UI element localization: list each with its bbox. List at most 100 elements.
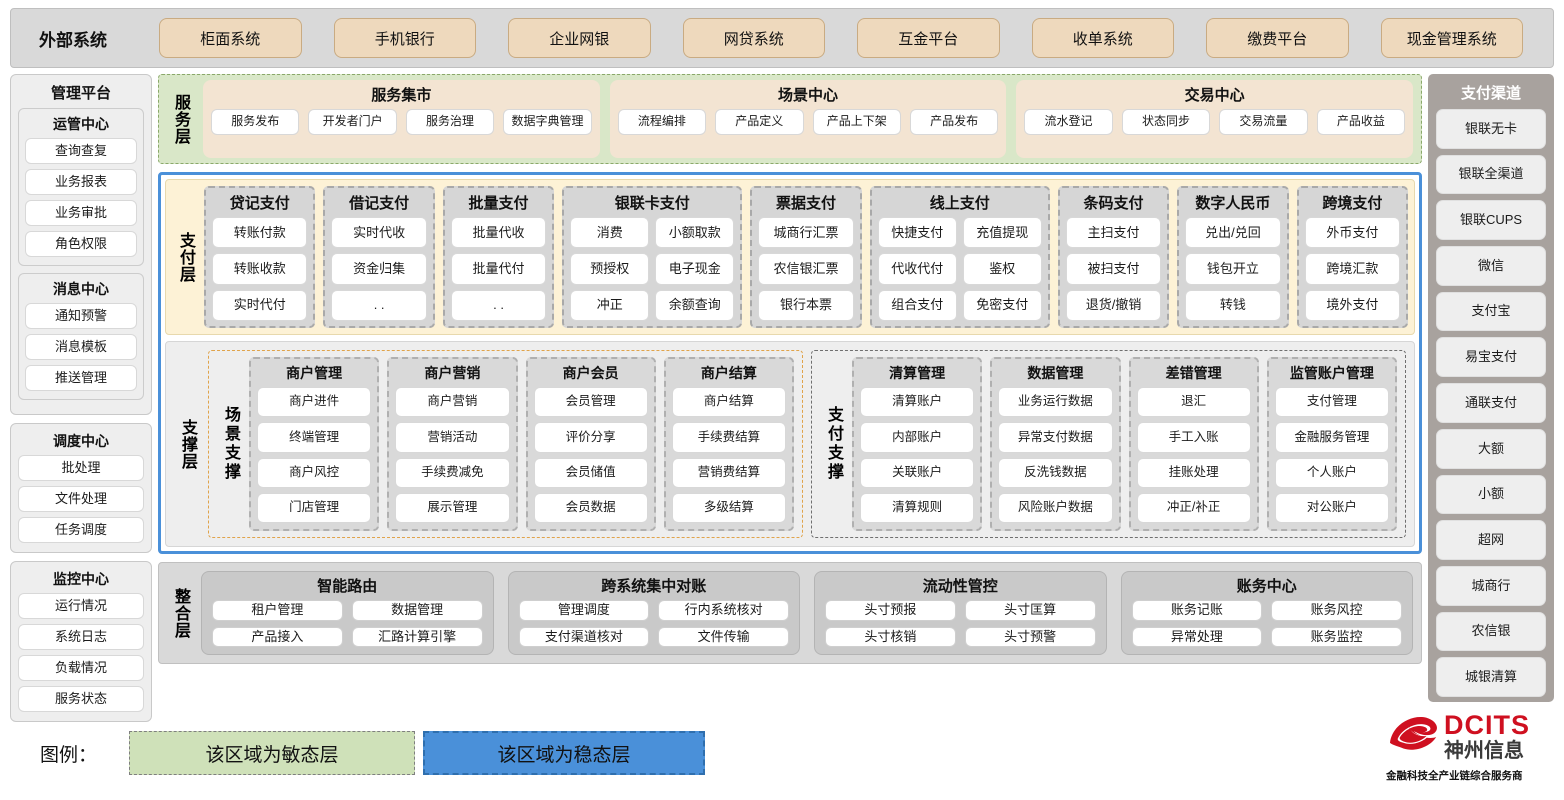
payment-item[interactable]: 外币支付 <box>1305 217 1400 248</box>
payment-channel-item[interactable]: 城银清算 <box>1436 657 1546 697</box>
integration-item[interactable]: 账务风控 <box>1271 600 1402 621</box>
payment-item[interactable]: 兑出/兑回 <box>1185 217 1280 248</box>
integration-item[interactable]: 文件传输 <box>658 627 789 648</box>
management-item[interactable]: 角色权限 <box>25 231 137 257</box>
service-item[interactable]: 数据字典管理 <box>503 109 591 135</box>
payment-item[interactable]: 银行本票 <box>758 290 853 321</box>
external-system-item[interactable]: 互金平台 <box>857 18 1000 58</box>
payment-channel-item[interactable]: 银联CUPS <box>1436 200 1546 240</box>
management-item[interactable]: 文件处理 <box>18 486 144 512</box>
payment-item[interactable]: 批量代付 <box>451 253 546 284</box>
support-item[interactable]: 评价分享 <box>534 422 648 452</box>
support-item[interactable]: 风险账户数据 <box>998 493 1112 523</box>
payment-channel-item[interactable]: 微信 <box>1436 246 1546 286</box>
integration-item[interactable]: 头寸预报 <box>825 600 956 621</box>
support-item[interactable]: 异常支付数据 <box>998 422 1112 452</box>
service-item[interactable]: 产品定义 <box>715 109 803 135</box>
support-item[interactable]: 清算规则 <box>860 493 974 523</box>
integration-item[interactable]: 管理调度 <box>519 600 650 621</box>
management-item[interactable]: 业务审批 <box>25 200 137 226</box>
payment-item[interactable]: 代收代付 <box>878 253 957 284</box>
external-system-item[interactable]: 企业网银 <box>508 18 651 58</box>
payment-item[interactable]: 主扫支付 <box>1066 217 1161 248</box>
service-item[interactable]: 状态同步 <box>1122 109 1210 135</box>
support-item[interactable]: 商户风控 <box>257 458 371 488</box>
payment-item[interactable]: . . <box>331 290 426 321</box>
payment-item[interactable]: 转账付款 <box>212 217 307 248</box>
payment-item[interactable]: 转账收款 <box>212 253 307 284</box>
support-item[interactable]: 营销费结算 <box>672 458 786 488</box>
payment-channel-item[interactable]: 农信银 <box>1436 612 1546 652</box>
support-item[interactable]: 终端管理 <box>257 422 371 452</box>
payment-item[interactable]: 冲正 <box>570 290 649 321</box>
payment-item[interactable]: 退货/撤销 <box>1066 290 1161 321</box>
payment-item[interactable]: 电子现金 <box>655 253 734 284</box>
support-item[interactable]: 挂账处理 <box>1137 458 1251 488</box>
support-item[interactable]: 业务运行数据 <box>998 387 1112 417</box>
service-item[interactable]: 开发者门户 <box>308 109 396 135</box>
support-item[interactable]: 商户进件 <box>257 387 371 417</box>
payment-item[interactable]: 实时代付 <box>212 290 307 321</box>
payment-item[interactable]: 被扫支付 <box>1066 253 1161 284</box>
payment-item[interactable]: 预授权 <box>570 253 649 284</box>
service-item[interactable]: 产品发布 <box>910 109 998 135</box>
payment-channel-item[interactable]: 易宝支付 <box>1436 337 1546 377</box>
payment-item[interactable]: 农信银汇票 <box>758 253 853 284</box>
integration-item[interactable]: 汇路计算引擎 <box>352 627 483 648</box>
support-item[interactable]: 退汇 <box>1137 387 1251 417</box>
integration-item[interactable]: 产品接入 <box>212 627 343 648</box>
support-item[interactable]: 关联账户 <box>860 458 974 488</box>
management-item[interactable]: 系统日志 <box>18 624 144 650</box>
support-item[interactable]: 对公账户 <box>1275 493 1389 523</box>
service-item[interactable]: 流程编排 <box>618 109 706 135</box>
management-item[interactable]: 推送管理 <box>25 365 137 391</box>
service-item[interactable]: 流水登记 <box>1024 109 1112 135</box>
payment-channel-item[interactable]: 小额 <box>1436 475 1546 515</box>
integration-item[interactable]: 行内系统核对 <box>658 600 789 621</box>
payment-item[interactable]: 境外支付 <box>1305 290 1400 321</box>
service-item[interactable]: 交易流量 <box>1219 109 1307 135</box>
payment-item[interactable]: 跨境汇款 <box>1305 253 1400 284</box>
support-item[interactable]: 清算账户 <box>860 387 974 417</box>
support-item[interactable]: 门店管理 <box>257 493 371 523</box>
payment-item[interactable]: 鉴权 <box>963 253 1042 284</box>
service-item[interactable]: 产品上下架 <box>813 109 901 135</box>
integration-item[interactable]: 账务监控 <box>1271 627 1402 648</box>
integration-item[interactable]: 头寸匡算 <box>965 600 1096 621</box>
external-system-item[interactable]: 网贷系统 <box>683 18 826 58</box>
payment-channel-item[interactable]: 支付宝 <box>1436 292 1546 332</box>
support-item[interactable]: 营销活动 <box>395 422 509 452</box>
payment-channel-item[interactable]: 银联无卡 <box>1436 109 1546 149</box>
integration-item[interactable]: 异常处理 <box>1132 627 1263 648</box>
support-item[interactable]: 支付管理 <box>1275 387 1389 417</box>
support-item[interactable]: 反洗钱数据 <box>998 458 1112 488</box>
support-item[interactable]: 商户结算 <box>672 387 786 417</box>
external-system-item[interactable]: 手机银行 <box>334 18 477 58</box>
service-item[interactable]: 服务治理 <box>406 109 494 135</box>
management-item[interactable]: 负载情况 <box>18 655 144 681</box>
service-item[interactable]: 产品收益 <box>1317 109 1405 135</box>
support-item[interactable]: 多级结算 <box>672 493 786 523</box>
support-item[interactable]: 会员数据 <box>534 493 648 523</box>
payment-item[interactable]: 钱包开立 <box>1185 253 1280 284</box>
payment-item[interactable]: 资金归集 <box>331 253 426 284</box>
support-item[interactable]: 商户营销 <box>395 387 509 417</box>
payment-item[interactable]: 城商行汇票 <box>758 217 853 248</box>
integration-item[interactable]: 数据管理 <box>352 600 483 621</box>
payment-item[interactable]: 快捷支付 <box>878 217 957 248</box>
management-item[interactable]: 消息模板 <box>25 334 137 360</box>
support-item[interactable]: 个人账户 <box>1275 458 1389 488</box>
payment-item[interactable]: 消费 <box>570 217 649 248</box>
payment-item[interactable]: 转钱 <box>1185 290 1280 321</box>
payment-item[interactable]: . . <box>451 290 546 321</box>
management-item[interactable]: 业务报表 <box>25 169 137 195</box>
support-item[interactable]: 展示管理 <box>395 493 509 523</box>
external-system-item[interactable]: 缴费平台 <box>1206 18 1349 58</box>
support-item[interactable]: 金融服务管理 <box>1275 422 1389 452</box>
support-item[interactable]: 会员储值 <box>534 458 648 488</box>
support-item[interactable]: 手续费结算 <box>672 422 786 452</box>
integration-item[interactable]: 支付渠道核对 <box>519 627 650 648</box>
integration-item[interactable]: 头寸预警 <box>965 627 1096 648</box>
service-item[interactable]: 服务发布 <box>211 109 299 135</box>
support-item[interactable]: 会员管理 <box>534 387 648 417</box>
